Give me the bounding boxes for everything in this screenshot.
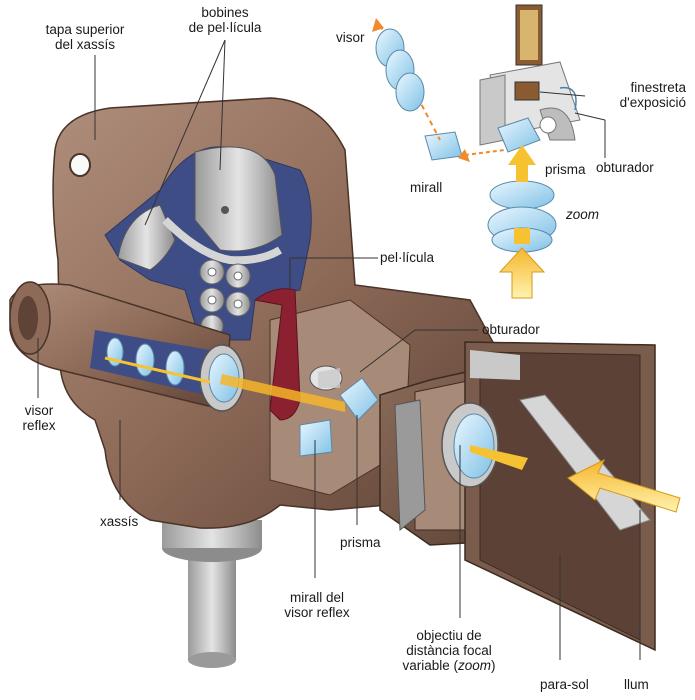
label-objectiu: objectiu de distància focal variable (zo… [390, 628, 508, 673]
label-mirall-visor: mirall del visor reflex [270, 590, 364, 620]
label-visor-reflex: visor reflex [10, 403, 68, 433]
reflex-viewfinder-tube [9, 281, 245, 412]
label-finestreta-line2: d'exposició [619, 95, 686, 110]
label-prisma: prisma [340, 535, 381, 550]
label-obturador: obturador [482, 322, 540, 337]
label-tapa-superior-line1: tapa superior [45, 22, 125, 37]
shutter [309, 365, 343, 391]
label-tapa-superior: tapa superior del xassís [30, 22, 140, 52]
label-objectiu-line2: distància focal [406, 643, 492, 658]
label-objectiu-zoom: zoom [458, 658, 492, 673]
label-xassis: xassís [100, 514, 139, 529]
label-objectiu-line3a: variable ( [402, 658, 458, 673]
label-objectiu-line3c: ) [491, 658, 496, 673]
lens-hood [379, 341, 656, 652]
label-visor: visor [336, 30, 365, 45]
label-zoom: zoom [566, 207, 600, 222]
label-prisma-inset: prisma [545, 162, 586, 177]
label-objectiu-line3: variable (zoom) [390, 658, 508, 673]
label-finestreta: finestreta d'exposició [586, 80, 686, 110]
film-reels [117, 146, 283, 271]
label-para-sol: para-sol [540, 677, 589, 692]
label-bobines: bobines de pel·lícula [170, 5, 280, 35]
label-mirall: mirall [410, 180, 443, 195]
label-bobines-line2: de pel·lícula [188, 20, 262, 35]
label-visor-reflex-line1: visor [24, 403, 54, 418]
label-tapa-superior-line2: del xassís [54, 37, 116, 52]
inset-diagram [372, 4, 581, 299]
leader-lines [37, 39, 641, 660]
label-obturador-inset: obturador [596, 160, 654, 175]
label-mirall-visor-line1: mirall del [289, 590, 344, 605]
label-llum: llum [624, 677, 649, 692]
label-finestreta-line1: finestreta [630, 80, 686, 95]
prism [299, 377, 379, 457]
light-arrow [567, 458, 681, 513]
label-mirall-visor-line2: visor reflex [284, 605, 350, 620]
light-beam-inner [220, 374, 345, 412]
label-visor-reflex-line2: reflex [22, 418, 56, 433]
label-pellicula: pel·lícula [380, 250, 435, 265]
label-bobines-line1: bobines [201, 5, 249, 20]
tripod-mount [162, 520, 262, 668]
label-objectiu-line1: objectiu de [416, 628, 482, 643]
